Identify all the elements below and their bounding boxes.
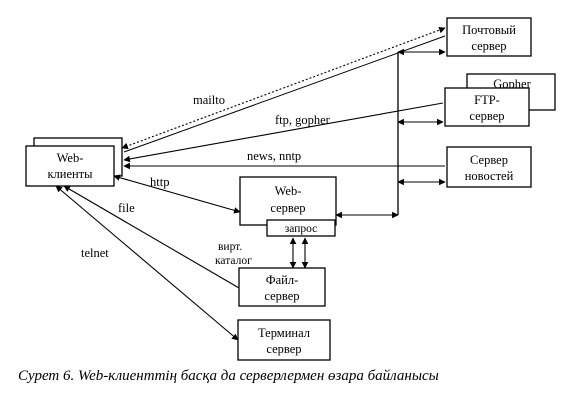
- label-virtual-catalog-2: каталог: [215, 255, 252, 267]
- node-news-server: Сервер новостей: [446, 146, 532, 188]
- ftp-server-line2: сервер: [469, 109, 504, 123]
- label-file: file: [118, 201, 135, 215]
- edge-telnet: [55, 185, 239, 341]
- label-mailto: mailto: [193, 93, 225, 107]
- node-mail-server: Почтовый сервер: [446, 17, 532, 57]
- web-server-line1: Web-: [275, 184, 302, 198]
- edges: [55, 26, 446, 341]
- file-server-line2: сервер: [264, 289, 299, 303]
- node-file-server: Файл- сервер: [238, 267, 326, 307]
- label-virtual-catalog-1: вирт.: [218, 241, 242, 253]
- mail-server-line1: Почтовый: [462, 23, 516, 37]
- web-clients-line2: клиенты: [47, 167, 93, 181]
- news-server-line2: новостей: [465, 169, 514, 183]
- edge-ftp-gopher: [123, 102, 444, 163]
- news-server-line1: Сервер: [470, 153, 508, 167]
- label-http: http: [150, 175, 169, 189]
- node-ftp-server: FTP- сервер: [444, 87, 530, 127]
- label-news: news, nntp: [247, 149, 301, 163]
- web-server-line2: сервер: [270, 201, 305, 215]
- label-telnet: telnet: [81, 246, 109, 260]
- node-web-server: Web- сервер запрос: [239, 176, 337, 237]
- edge-file: [63, 185, 240, 289]
- terminal-server-line1: Терминал: [258, 326, 310, 340]
- request-label: запрос: [285, 223, 318, 235]
- label-ftp-gopher: ftp, gopher: [275, 113, 331, 127]
- node-web-clients: Web- клиенты: [25, 137, 123, 187]
- node-terminal-server: Терминал сервер: [237, 319, 331, 361]
- edge-mailto: [121, 26, 446, 150]
- edge-mailto-solid: [123, 35, 446, 153]
- ftp-server-line1: FTP-: [474, 93, 500, 107]
- terminal-server-line2: сервер: [266, 342, 301, 356]
- request-box: [266, 219, 336, 237]
- file-server-line1: Файл-: [266, 273, 299, 287]
- web-clients-line1: Web-: [57, 151, 84, 165]
- figure-caption: Сурет 6. Web-клиенттің басқа да серверле…: [18, 368, 439, 384]
- mail-server-line2: сервер: [471, 39, 506, 53]
